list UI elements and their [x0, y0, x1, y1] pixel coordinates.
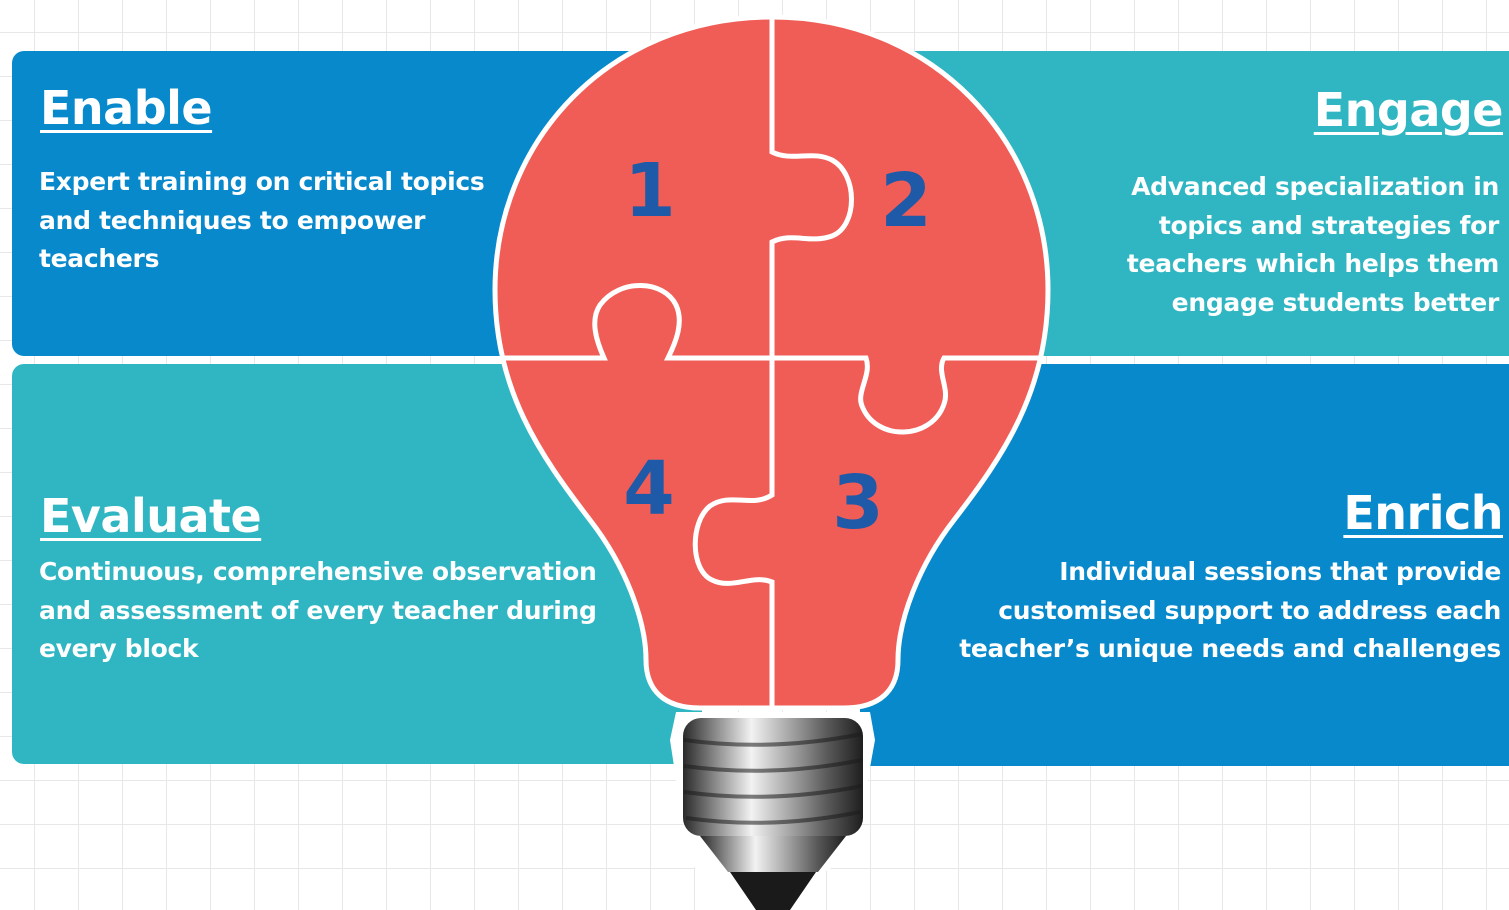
text-enable: Expert training on critical topics and t… — [39, 167, 485, 273]
puzzle-seam-vertical-top — [769, 17, 854, 361]
piece-number-2: 2 — [880, 158, 932, 244]
piece-number-3: 3 — [832, 460, 884, 546]
title-evaluate: Evaluate — [40, 489, 262, 543]
title-enable: Enable — [40, 81, 213, 135]
bulb-screw-base — [670, 712, 875, 910]
puzzle-bulb: 1 2 3 4 — [492, 14, 1051, 711]
text-evaluate: Continuous, comprehensive observation an… — [39, 557, 597, 663]
puzzle-seam-horizontal — [495, 283, 1048, 435]
text-engage: Advanced specialization in topics and st… — [1126, 172, 1499, 317]
puzzle-seam-vertical-bottom — [692, 355, 775, 708]
title-enrich: Enrich — [1343, 486, 1503, 540]
text-enrich: Individual sessions that provide customi… — [959, 557, 1501, 663]
piece-number-4: 4 — [623, 446, 675, 532]
panel-evaluate: Evaluate Continuous, comprehensive obser… — [12, 364, 702, 764]
piece-number-1: 1 — [624, 148, 676, 234]
title-engage: Engage — [1313, 83, 1504, 137]
